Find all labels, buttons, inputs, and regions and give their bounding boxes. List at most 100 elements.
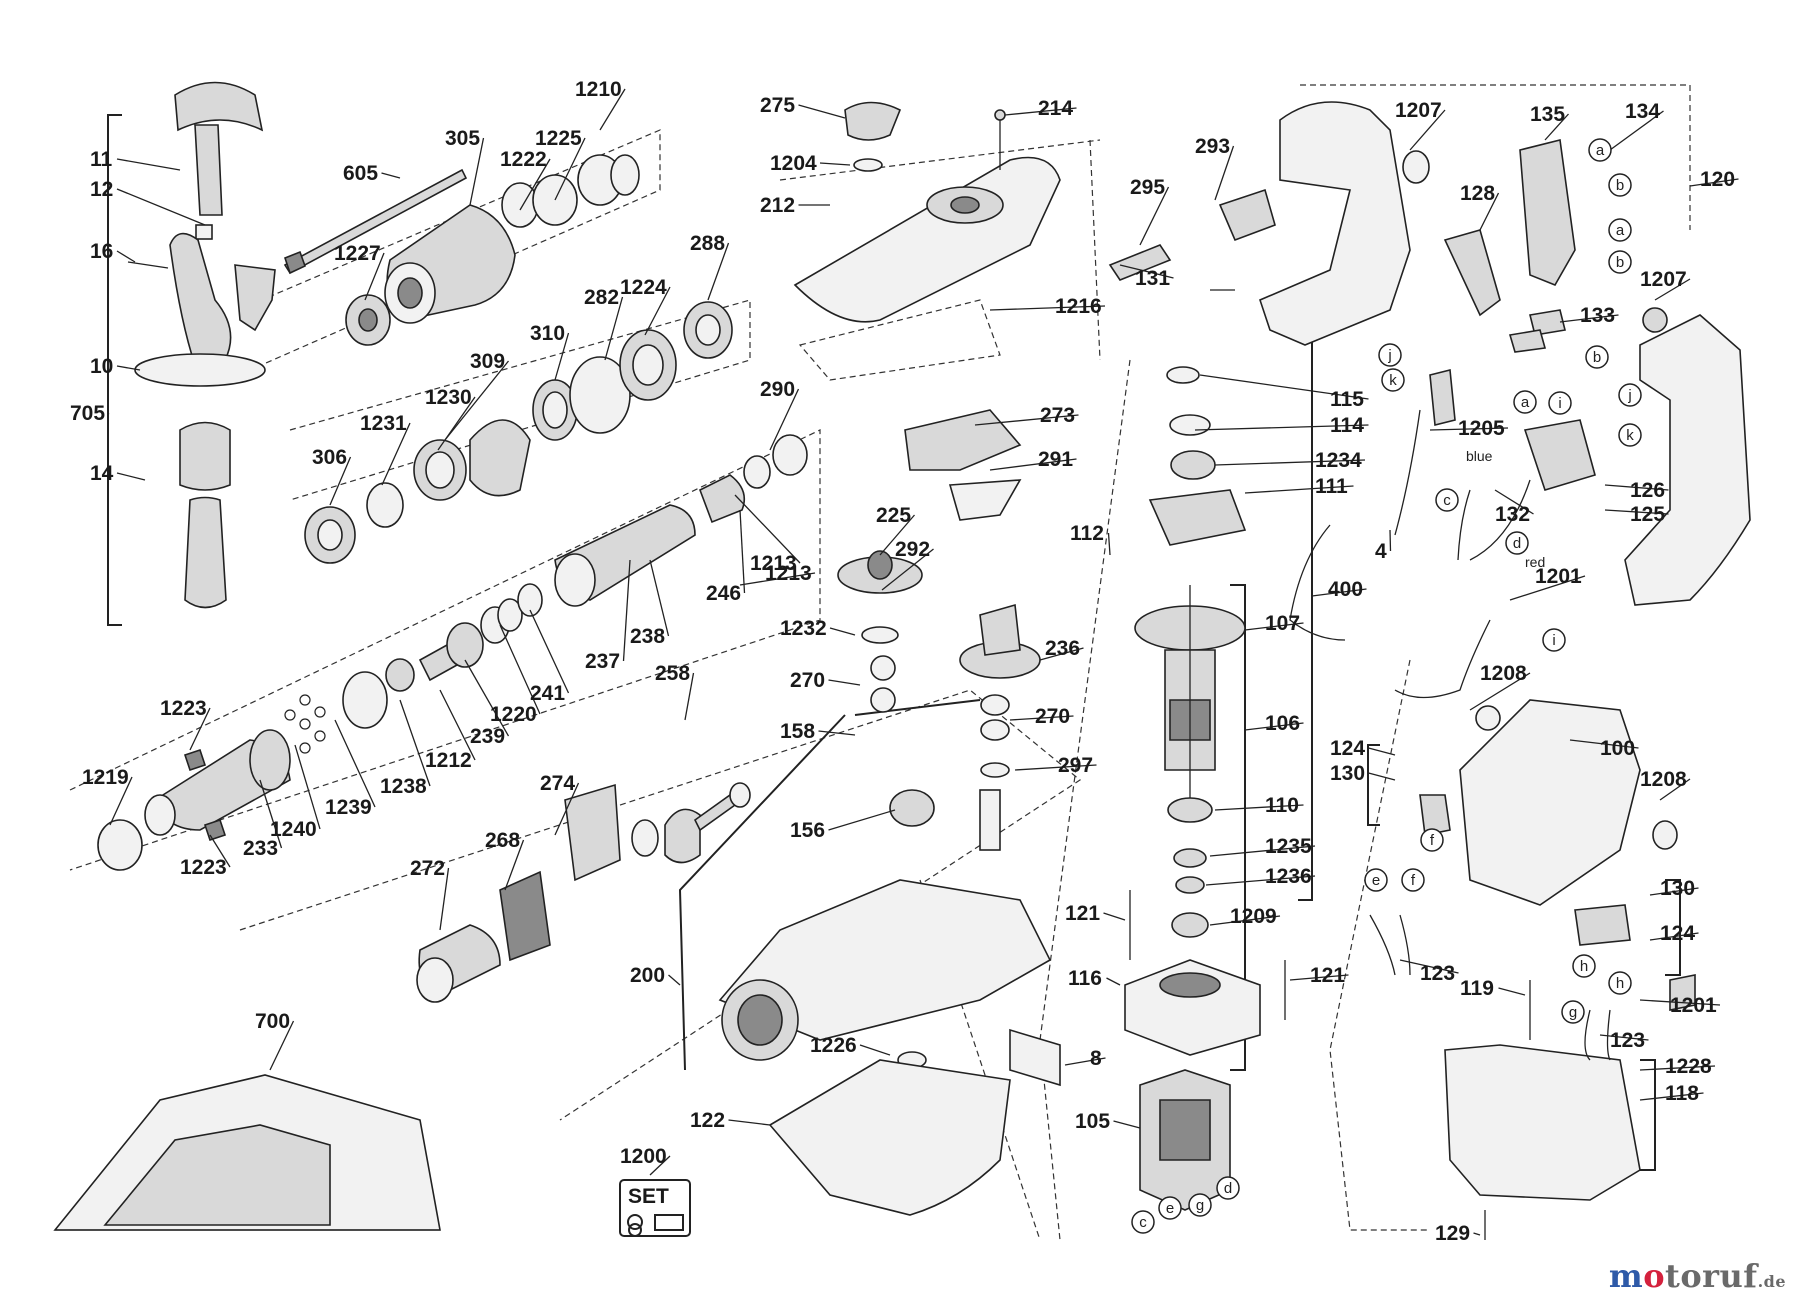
leader-1222 <box>519 158 551 211</box>
svg-text:j: j <box>1627 387 1631 404</box>
svg-text:i: i <box>1558 395 1561 412</box>
callout-297: 297 <box>1058 754 1093 777</box>
callout-124: 124 <box>1330 737 1365 760</box>
callout-12: 12 <box>90 178 113 201</box>
leader-133 <box>1559 314 1619 323</box>
leader-272 <box>439 867 450 931</box>
leader-lines <box>107 88 1739 1236</box>
leader-1226 <box>859 1044 891 1056</box>
callout-241: 241 <box>530 682 565 705</box>
callout-132: 132 <box>1495 503 1530 526</box>
callout-268: 268 <box>485 829 520 852</box>
leader-268 <box>504 839 525 891</box>
leader-1234 <box>1214 459 1366 466</box>
callout-282: 282 <box>584 286 619 309</box>
wire-red-label: red <box>1525 554 1545 570</box>
callout-100: 100 <box>1600 737 1635 760</box>
leader-1204 <box>819 162 851 166</box>
connection-letter-c: c <box>1435 488 1459 512</box>
bottom-cover-122 <box>768 1028 1061 1216</box>
gear-rings-row <box>304 301 733 564</box>
callout-1223: 1223 <box>160 697 207 720</box>
svg-text:b: b <box>1616 177 1624 194</box>
leader-1239 <box>334 719 376 808</box>
leader-1207 <box>1409 109 1446 151</box>
leader-14 <box>116 472 146 481</box>
wire-blue-label: blue <box>1466 448 1493 464</box>
callout-295: 295 <box>1130 176 1165 199</box>
svg-text:a: a <box>1521 394 1530 411</box>
connection-letter-j: j <box>1378 343 1402 367</box>
callout-291: 291 <box>1038 448 1073 471</box>
leader-11 <box>116 158 181 171</box>
leader-309 <box>444 360 510 441</box>
leader-116 <box>1106 977 1121 986</box>
leader-129 <box>1473 1232 1481 1236</box>
callout-1232: 1232 <box>780 617 827 640</box>
connection-letter-a: a <box>1608 218 1632 242</box>
leader-1219 <box>109 776 133 826</box>
leader-293 <box>1214 145 1235 201</box>
connection-letter-c: c <box>1131 1210 1155 1234</box>
leader-270 <box>1009 715 1074 721</box>
callout-1219: 1219 <box>82 766 129 789</box>
leader-291 <box>989 458 1077 471</box>
leader-124 <box>1649 932 1699 941</box>
leader-132 <box>1494 489 1534 515</box>
svg-text:c: c <box>1443 492 1451 509</box>
leader-130 <box>1368 772 1396 781</box>
leader-125 <box>1604 509 1669 515</box>
callout-270: 270 <box>790 669 825 692</box>
leader-124 <box>1368 747 1396 756</box>
leader-8 <box>1064 1057 1106 1066</box>
leader-123 <box>1399 959 1459 974</box>
leader-120 <box>1689 178 1739 187</box>
callout-214: 214 <box>1038 97 1073 120</box>
callout-1240: 1240 <box>270 818 317 841</box>
rod-605 <box>283 168 468 275</box>
svg-text:h: h <box>1616 975 1624 992</box>
leader-1225 <box>554 137 586 201</box>
callout-270: 270 <box>1035 705 1070 728</box>
callout-115: 115 <box>1330 388 1364 411</box>
watermark-logo: motoruf.de <box>1608 1257 1786 1295</box>
callout-1207: 1207 <box>1640 268 1687 291</box>
leader-233 <box>259 779 283 849</box>
callout-131: 131 <box>1135 267 1170 290</box>
leader-131 <box>1119 264 1174 279</box>
leader-1207 <box>1654 278 1691 301</box>
callout-11: 11 <box>90 148 113 171</box>
leader-238 <box>649 559 670 637</box>
connection-letter-k: k <box>1618 423 1642 447</box>
callout-212: 212 <box>760 194 795 217</box>
callout-14: 14 <box>90 462 114 485</box>
callout-1208: 1208 <box>1480 662 1527 685</box>
svg-text:k: k <box>1626 427 1634 444</box>
callout-1225: 1225 <box>535 127 582 150</box>
svg-text:e: e <box>1166 1200 1174 1217</box>
leader-4 <box>1389 529 1392 552</box>
connection-letter-b: b <box>1608 250 1632 274</box>
callout-1230: 1230 <box>425 386 472 409</box>
field-housing-100 <box>1419 699 1696 1240</box>
carry-case-700 <box>53 1074 441 1231</box>
callout-1224: 1224 <box>620 276 667 299</box>
leader-10 <box>116 365 141 371</box>
callout-133: 133 <box>1580 304 1615 327</box>
callout-119: 119 <box>1460 977 1494 1000</box>
connection-letter-b: b <box>1608 173 1632 197</box>
callout-272: 272 <box>410 857 445 880</box>
callout-305: 305 <box>445 127 480 150</box>
leader-310 <box>554 332 570 381</box>
leader-110 <box>1214 804 1304 811</box>
leader-225 <box>879 514 915 556</box>
leader-258 <box>684 672 695 721</box>
callout-135: 135 <box>1530 103 1565 126</box>
callout-274: 274 <box>540 772 575 795</box>
leader-118 <box>1639 1092 1704 1101</box>
connection-letter-a: a <box>1513 390 1537 414</box>
callout-106: 106 <box>1265 712 1300 735</box>
connection-letter-i: i <box>1542 628 1566 652</box>
connection-letter-e: e <box>1364 868 1388 892</box>
